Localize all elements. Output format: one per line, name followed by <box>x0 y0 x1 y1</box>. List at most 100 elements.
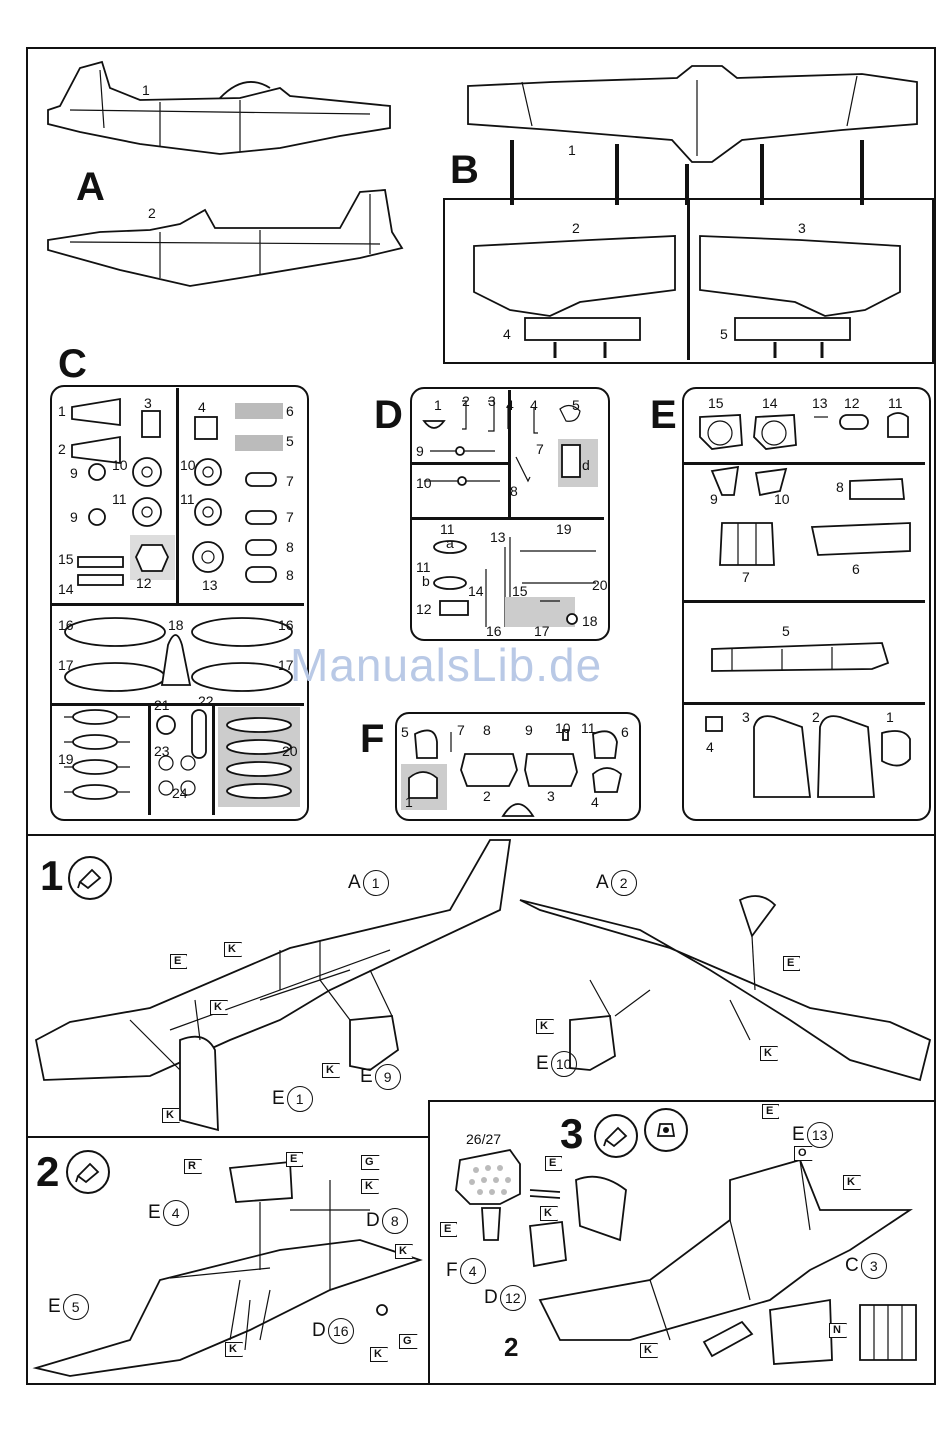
callout-letter: A <box>348 872 361 893</box>
part-number: 11 <box>581 720 596 736</box>
callout-number: 8 <box>381 1208 408 1234</box>
flag-k: K <box>361 1179 379 1194</box>
sprue-f-parts-drawing <box>401 729 622 817</box>
lower-wing-drawing <box>467 65 918 205</box>
part-number: 9 <box>70 465 78 481</box>
part-number: 1 <box>568 142 576 158</box>
part-number: 22 <box>198 693 214 709</box>
section-label-a: A <box>76 165 105 209</box>
part-number: 20 <box>282 743 298 759</box>
sprue-c-labels: 1 2 3 4 5 6 7 7 8 8 9 9 10 10 11 11 12 1… <box>50 385 305 817</box>
part-number: 15 <box>708 395 724 411</box>
part-number: 13 <box>812 395 828 411</box>
part-number: 13 <box>490 529 506 545</box>
part-number: 15 <box>512 583 528 599</box>
callout-letter: A <box>596 872 609 893</box>
part-number: 17 <box>58 657 74 673</box>
part-number: 7 <box>286 509 294 525</box>
paint-icon <box>644 1108 688 1152</box>
glue-icon <box>68 856 112 900</box>
sprue-d-parts-drawing <box>422 400 598 627</box>
divider <box>428 1100 430 1385</box>
sprue-d-labels: 1 2 3 4 4 5 7 d 8 9 10 11 a 11 b 12 13 1… <box>410 387 608 639</box>
part-number: 10 <box>555 720 571 736</box>
callout-number: 5 <box>62 1294 89 1320</box>
callout-number: 2 <box>610 870 637 896</box>
part-number: 4 <box>198 399 206 415</box>
section-label-b: B <box>450 148 479 192</box>
part-number: 19 <box>556 521 572 537</box>
part-number: 7 <box>457 722 465 738</box>
step-number: 2 <box>36 1148 60 1195</box>
part-number: 1 <box>142 82 150 98</box>
callout-number: 13 <box>806 1122 833 1148</box>
callout-letter: E <box>48 1296 61 1317</box>
sprue-f-labels: 5 7 8 9 10 11 6 1 2 3 4 <box>395 712 637 817</box>
part-number: 14 <box>468 583 484 599</box>
part-number: 11 <box>440 521 455 537</box>
section-label-f: F <box>360 717 385 761</box>
part-number: 6 <box>286 403 294 419</box>
part-number: 11 <box>112 491 127 507</box>
callout-number: 1 <box>362 870 389 896</box>
watermark: ManualsLib.de <box>290 639 603 691</box>
glue-icon <box>66 1150 110 1194</box>
part-number: 15 <box>58 551 74 567</box>
part-number: 23 <box>154 743 170 759</box>
part-number: 13 <box>202 577 218 593</box>
step-number: 3 <box>560 1110 584 1157</box>
part-2-label: 2 <box>504 1332 519 1362</box>
part-number: 12 <box>416 601 432 617</box>
divider <box>684 600 925 603</box>
callout-number: 16 <box>327 1318 354 1344</box>
divider <box>26 1136 430 1138</box>
part-number: 17 <box>278 657 294 673</box>
part-number: 10 <box>774 491 790 507</box>
part-number: 11 <box>416 559 431 575</box>
callout-number: 4 <box>162 1200 189 1226</box>
part-number: 8 <box>286 539 294 555</box>
part-number: 1 <box>886 709 894 725</box>
callout-letter: C <box>845 1255 859 1276</box>
callout-number: 10 <box>550 1051 577 1077</box>
divider <box>52 703 304 706</box>
divider <box>508 390 511 518</box>
part-number: 16 <box>58 617 74 633</box>
page-frame <box>26 47 936 1385</box>
part-number: 2 <box>812 709 820 725</box>
glue-icon <box>594 1114 638 1158</box>
callout-letter: E <box>792 1124 805 1145</box>
divider <box>148 705 151 815</box>
fuselage-half-1-drawing <box>47 60 391 155</box>
callout-number: 9 <box>374 1064 401 1090</box>
callout-letter: E <box>360 1066 373 1087</box>
flag-e: E <box>762 1104 780 1119</box>
flag-e: E <box>286 1152 304 1167</box>
part-number: 5 <box>286 433 294 449</box>
instrument-panel-label: 26/27 <box>466 1131 502 1147</box>
part-number: 8 <box>836 479 844 495</box>
divider <box>684 702 925 705</box>
part-number: 7 <box>536 441 544 457</box>
part-number: 14 <box>762 395 778 411</box>
sprue-c-parts-drawing <box>64 397 300 807</box>
part-number: 9 <box>525 722 533 738</box>
part-number: 16 <box>486 623 502 639</box>
part-number: 6 <box>852 561 860 577</box>
callout-letter: D <box>312 1320 326 1341</box>
callout-number: 1 <box>286 1086 313 1112</box>
part-number: 11 <box>888 395 903 411</box>
divider <box>52 603 304 606</box>
part-number: 8 <box>286 567 294 583</box>
part-number: 17 <box>534 623 550 639</box>
